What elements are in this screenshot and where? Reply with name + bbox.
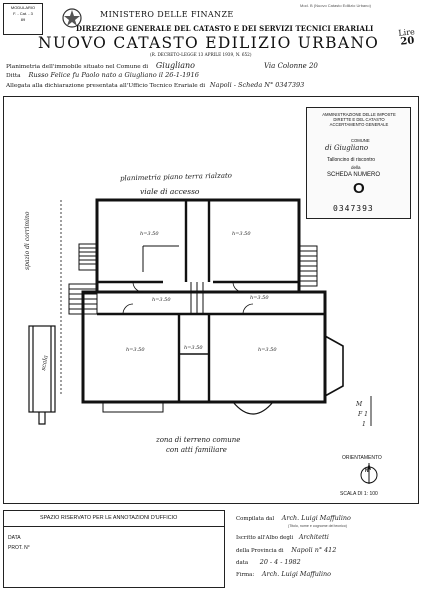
- form-line-3-label: Allegata alla dichiarazione presentata a…: [6, 83, 206, 89]
- room-height: h=3.50: [232, 231, 251, 237]
- stamp-number: 0347393: [333, 204, 374, 213]
- left-external-stair: [28, 325, 56, 425]
- stamp-header-line: ACCERTAMENTO GENERALE: [329, 122, 389, 127]
- modulario-line: MODULARIO: [10, 5, 36, 10]
- top-right-note: Mod. B (Nuovo Catasto Edilizio Urbano): [300, 3, 371, 8]
- provincia-line: della Provincia di Napoli n° 412: [236, 546, 418, 554]
- form-line-3: Allegata alla dichiarazione presentata a…: [6, 81, 422, 89]
- orientation-label: ORIENTAMENTO: [342, 455, 382, 461]
- form-line-1: Planimetria dell'immobile situato nel Co…: [6, 61, 416, 70]
- stamp-header-line: AMMINISTRAZIONE DELLE IMPOSTE: [322, 112, 396, 117]
- lire-box: Lire 20: [394, 27, 419, 47]
- emblem-icon: [60, 6, 84, 30]
- compilata-value: Arch. Luigi Maffulino: [281, 514, 351, 522]
- data-label: DATA: [8, 535, 21, 541]
- iscritto-label: Iscritto all'Albo degli: [236, 535, 294, 541]
- compilata-sub: (Titolo, nome e cognome del tecnico): [288, 524, 347, 528]
- floor-plan: [28, 198, 372, 426]
- room-height: h=3.50: [258, 347, 277, 353]
- reserved-title: SPAZIO RISERVATO PER LE ANNOTAZIONI D'UF…: [40, 515, 178, 521]
- stair-right: [298, 245, 318, 287]
- prot-label: PROT. N°: [8, 545, 30, 551]
- bay-window: [324, 335, 344, 397]
- compass-icon: [356, 460, 382, 486]
- viale-label: viale di accesso: [140, 187, 200, 196]
- bottom-text-2: con atti familiare: [166, 446, 227, 454]
- stamp-comune-value: di Giugliano: [325, 144, 369, 152]
- modulario-line: 89: [20, 17, 26, 22]
- modulario-box: MODULARIO F. - Cat. - 3 89: [3, 3, 43, 35]
- stamp-scheda-label: SCHEDA NUMERO: [327, 172, 381, 178]
- form-line-1-label: Planimetria dell'immobile situato nel Co…: [6, 64, 149, 70]
- form-line-1-via: Via Colonne 20: [264, 62, 318, 70]
- data2-value: 20 - 4 - 1982: [259, 558, 301, 566]
- compilata-line: Compilata dal Arch. Luigi Maffulino: [236, 514, 418, 522]
- data2-label: data: [236, 560, 249, 566]
- scale-label: SCALA DI 1: 100: [340, 491, 378, 497]
- reserved-box: [3, 510, 225, 588]
- right-mark: F 1: [358, 411, 368, 418]
- north-label: N: [365, 468, 369, 474]
- registration-stamp: AMMINISTRAZIONE DELLE IMPOSTE DIRETTE E …: [306, 107, 411, 219]
- room-height: h=3.50: [250, 295, 269, 301]
- iscritto-value: Architetti: [298, 534, 329, 541]
- stamp-della: della: [351, 165, 361, 170]
- drawing-frame: [3, 96, 419, 504]
- form-line-2-label: Ditta: [6, 73, 21, 79]
- reserved-divider: [3, 526, 224, 527]
- room-height: h=3.50: [184, 345, 203, 351]
- compilata-label: Compilata dal: [236, 516, 275, 522]
- spazio-left-label: spazio di corrimino: [24, 211, 31, 270]
- firma-value: Arch. Luigi Maffulino: [261, 570, 331, 578]
- stamp-comune-label: COMUNE: [351, 138, 370, 143]
- firma-line: Firma: Arch. Luigi Maffulino: [236, 570, 418, 578]
- stamp-scheda-value: O: [353, 180, 365, 197]
- decree-label: (R. DECRETO-LEGGE 13 APRILE 1939, N. 652…: [150, 52, 252, 57]
- firma-label: Firma:: [236, 572, 255, 578]
- room-height: h=3.50: [152, 297, 171, 303]
- page-title: NUOVO CATASTO EDILIZIO URBANO: [38, 34, 380, 52]
- stair-left: [68, 243, 98, 315]
- room-height: h=3.50: [126, 347, 145, 353]
- form-line-1-value: Giugliano: [155, 61, 195, 70]
- right-mark: M: [356, 401, 363, 408]
- wall: [95, 198, 301, 294]
- form-line-3-value: Napoli - Scheda N° 0347393: [209, 81, 305, 89]
- form-line-2-value: Russo Felice fu Paolo nato a Giugliano i…: [28, 71, 199, 79]
- stamp-talloncino: Talloncino di riscontro: [327, 157, 376, 163]
- ministry-label: MINISTERO DELLE FINANZE: [100, 10, 234, 19]
- wall: [81, 290, 327, 404]
- directorate-label: DIREZIONE GENERALE DEL CATASTO E DEI SER…: [76, 24, 374, 33]
- stamp-header: AMMINISTRAZIONE DELLE IMPOSTE DIRETTE E …: [313, 112, 405, 127]
- iscritto-line: Iscritto all'Albo degli Architetti: [236, 534, 418, 541]
- modulario-line: F. - Cat. - 3: [13, 11, 33, 16]
- provincia-value: Napoli n° 412: [291, 546, 337, 554]
- stamp-header-line: DIRETTE E DEL CATASTO: [333, 117, 385, 122]
- right-mark: 1: [362, 421, 366, 428]
- room-height: h=3.50: [140, 231, 159, 237]
- data2-line: data 20 - 4 - 1982: [236, 558, 418, 566]
- bottom-text-1: zona di terreno comune: [156, 436, 241, 444]
- provincia-label: della Provincia di: [236, 548, 284, 554]
- form-line-2: Ditta Russo Felice fu Paolo nato a Giugl…: [6, 71, 416, 79]
